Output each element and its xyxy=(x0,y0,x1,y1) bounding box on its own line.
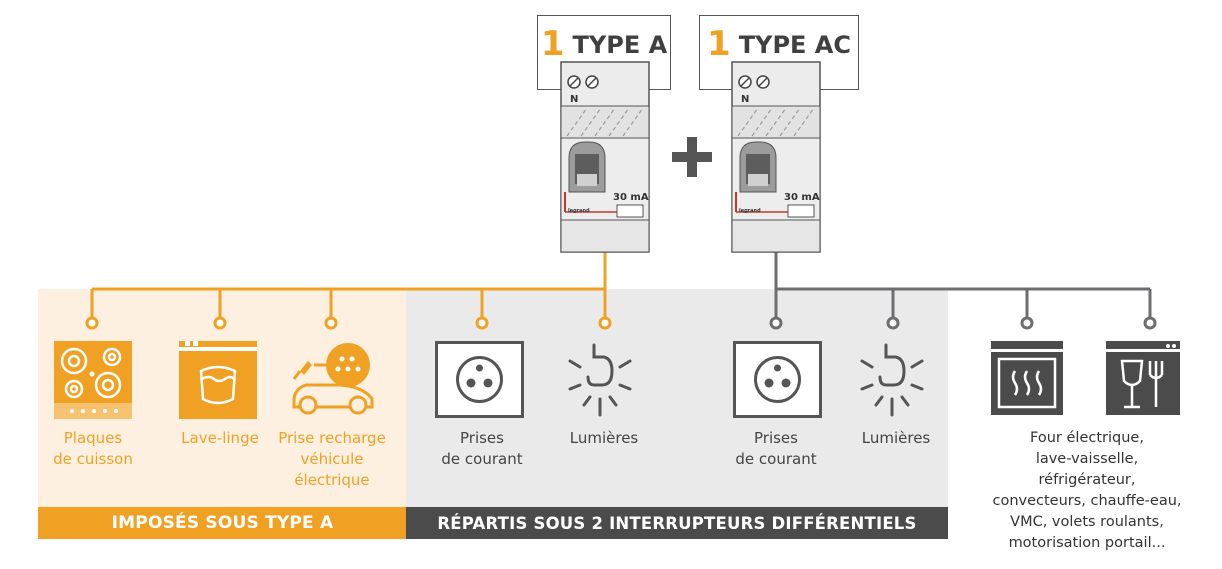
breaker-a-brand: legrand xyxy=(568,208,590,214)
breaker-a-neutral: N xyxy=(570,94,578,105)
power-outlet-icon xyxy=(733,341,822,418)
ev-charging-icon xyxy=(292,343,374,415)
label-outlet-1: Prises de courant xyxy=(441,429,523,468)
washing-machine-icon xyxy=(179,341,257,419)
band-shared: RÉPARTIS SOUS 2 INTERRUPTEURS DIFFÉRENTI… xyxy=(406,507,948,539)
label-cooktop: Plaques de cuisson xyxy=(53,429,133,468)
breaker-ac-type: TYPE AC xyxy=(738,31,851,59)
label-outlet-2: Prises de courant xyxy=(735,429,817,468)
breaker-a-rating: 30 mA xyxy=(613,192,649,203)
label-ev-charging: Prise recharge véhicule électrique xyxy=(278,429,386,489)
cooktop-icon xyxy=(54,341,132,419)
light-bulb-icon xyxy=(568,343,632,417)
label-washing-machine: Lave-linge xyxy=(181,429,259,447)
label-type-ac-appliances: Four électrique, lave-vaisselle, réfrigé… xyxy=(992,430,1182,551)
breaker-ac-count: 1 xyxy=(707,24,731,64)
light-bulb-icon xyxy=(860,343,924,417)
wiring-type-ac xyxy=(774,252,1152,318)
label-lights-2: Lumières xyxy=(861,429,931,447)
label-lights-1: Lumières xyxy=(569,429,639,447)
wiring-type-ac-nodes xyxy=(769,316,1157,330)
breaker-a-count: 1 xyxy=(540,24,565,64)
breaker-a-type: TYPE A xyxy=(572,31,668,59)
power-outlet-icon xyxy=(435,341,524,418)
breaker-ac-device xyxy=(731,61,821,253)
breaker-a-device xyxy=(560,61,650,253)
wiring-type-a xyxy=(90,252,607,318)
dishwasher-icon xyxy=(1106,341,1180,415)
plus-sign xyxy=(672,137,712,177)
breaker-ac-rating: 30 mA xyxy=(784,192,820,203)
band-type-a: IMPOSÉS SOUS TYPE A xyxy=(38,507,407,539)
oven-icon xyxy=(991,341,1063,415)
breaker-ac-brand: legrand xyxy=(739,208,761,214)
wiring-type-a-nodes xyxy=(85,316,612,330)
breaker-ac-neutral: N xyxy=(741,94,749,105)
